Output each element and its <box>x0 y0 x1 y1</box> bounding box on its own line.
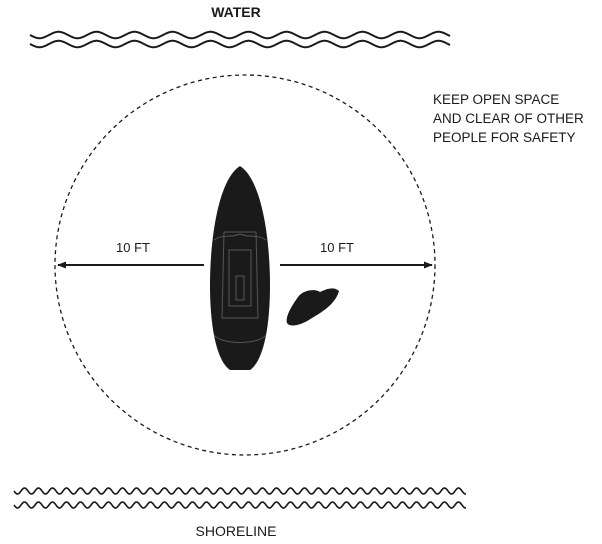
water-label: WATER <box>211 4 261 20</box>
shoreline-label: SHORELINE <box>196 523 277 539</box>
safety-note: KEEP OPEN SPACE AND CLEAR OF OTHER PEOPL… <box>433 92 588 145</box>
safety-note-line-1: KEEP OPEN SPACE <box>433 92 559 107</box>
right-distance-label: 10 FT <box>320 240 354 255</box>
shoreline-waves-icon <box>13 487 466 509</box>
left-distance-label: 10 FT <box>116 240 150 255</box>
safety-note-line-2: AND CLEAR OF OTHER <box>433 111 584 126</box>
board-icon <box>210 166 270 370</box>
clearance-circle <box>54 74 436 456</box>
fin-icon <box>286 288 339 326</box>
water-waves-icon <box>29 30 451 49</box>
safety-note-line-3: PEOPLE FOR SAFETY <box>433 130 576 145</box>
